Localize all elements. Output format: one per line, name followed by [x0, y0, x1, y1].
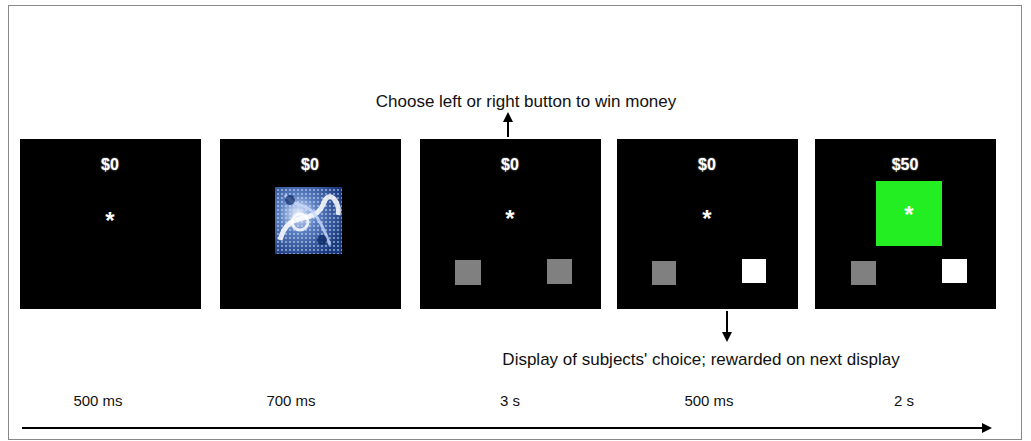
- duration-label: 700 ms: [266, 392, 315, 409]
- fixation-star: *: [702, 207, 711, 231]
- timeline-arrow: [22, 427, 990, 429]
- duration-label: 500 ms: [73, 392, 122, 409]
- callout-text: Choose left or right button to win money: [376, 92, 677, 112]
- money-counter: $0: [698, 156, 716, 174]
- chosen-button: [742, 259, 766, 283]
- right-button: [547, 259, 572, 284]
- chosen-button: [942, 259, 967, 283]
- reward-square: *: [876, 181, 942, 246]
- money-counter: $0: [301, 156, 319, 174]
- duration-label: 500 ms: [684, 392, 733, 409]
- left-button: [455, 260, 481, 285]
- screen-panel: $50 *: [815, 139, 996, 309]
- screen-panel: $0 *: [420, 139, 601, 309]
- fractal-image: [275, 187, 342, 254]
- fixation-star: *: [105, 209, 114, 233]
- money-counter: $0: [101, 156, 119, 174]
- screen-panel: $0 *: [617, 139, 798, 309]
- screen-panel: $0 *: [20, 139, 201, 309]
- fixation-star: *: [904, 203, 913, 227]
- callout-arrow: [507, 114, 509, 137]
- fixation-star: *: [505, 207, 514, 231]
- money-counter: $0: [501, 156, 519, 174]
- duration-label: 2 s: [894, 392, 914, 409]
- callout-arrow: [726, 311, 728, 340]
- callout-text: Display of subjects' choice; rewarded on…: [502, 350, 899, 370]
- duration-label: 3 s: [500, 392, 520, 409]
- left-button: [652, 261, 676, 285]
- left-button: [851, 261, 876, 285]
- money-counter: $50: [892, 156, 919, 174]
